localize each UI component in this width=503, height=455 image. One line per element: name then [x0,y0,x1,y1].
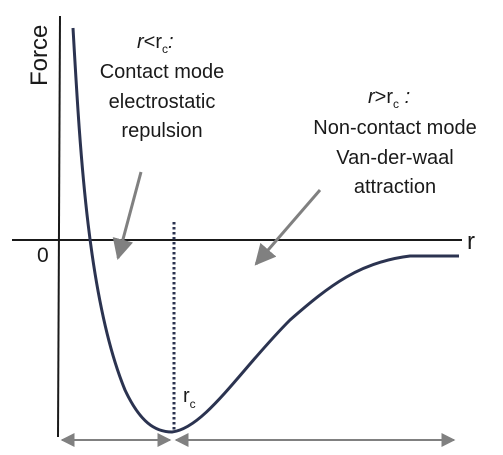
repulsion-line-3: repulsion [121,120,202,142]
force-curve [71,27,459,434]
repulsion-line-1: Contact mode [100,61,225,83]
repulsion-pointer-arrow [112,171,143,261]
attraction-annotation: r>rc : Non-contact mode Van-der-waal att… [313,86,476,198]
attraction-pointer-arrow [254,189,322,266]
attraction-line-3: attraction [354,176,436,198]
rc-marker-label: rc [183,385,196,411]
repulsion-condition: r<rc: [137,31,174,56]
attraction-line-1: Non-contact mode [313,117,476,139]
y-axis-label: Force [26,25,53,86]
zero-label: 0 [37,244,49,267]
repulsion-line-2: electrostatic [109,91,216,113]
attraction-condition: r>rc : [368,86,410,111]
repulsion-annotation: r<rc: Contact mode electrostatic repulsi… [100,31,225,142]
x-axis-label: r [467,228,475,255]
y-axis [57,15,61,438]
attraction-line-2: Van-der-waal [336,147,453,169]
